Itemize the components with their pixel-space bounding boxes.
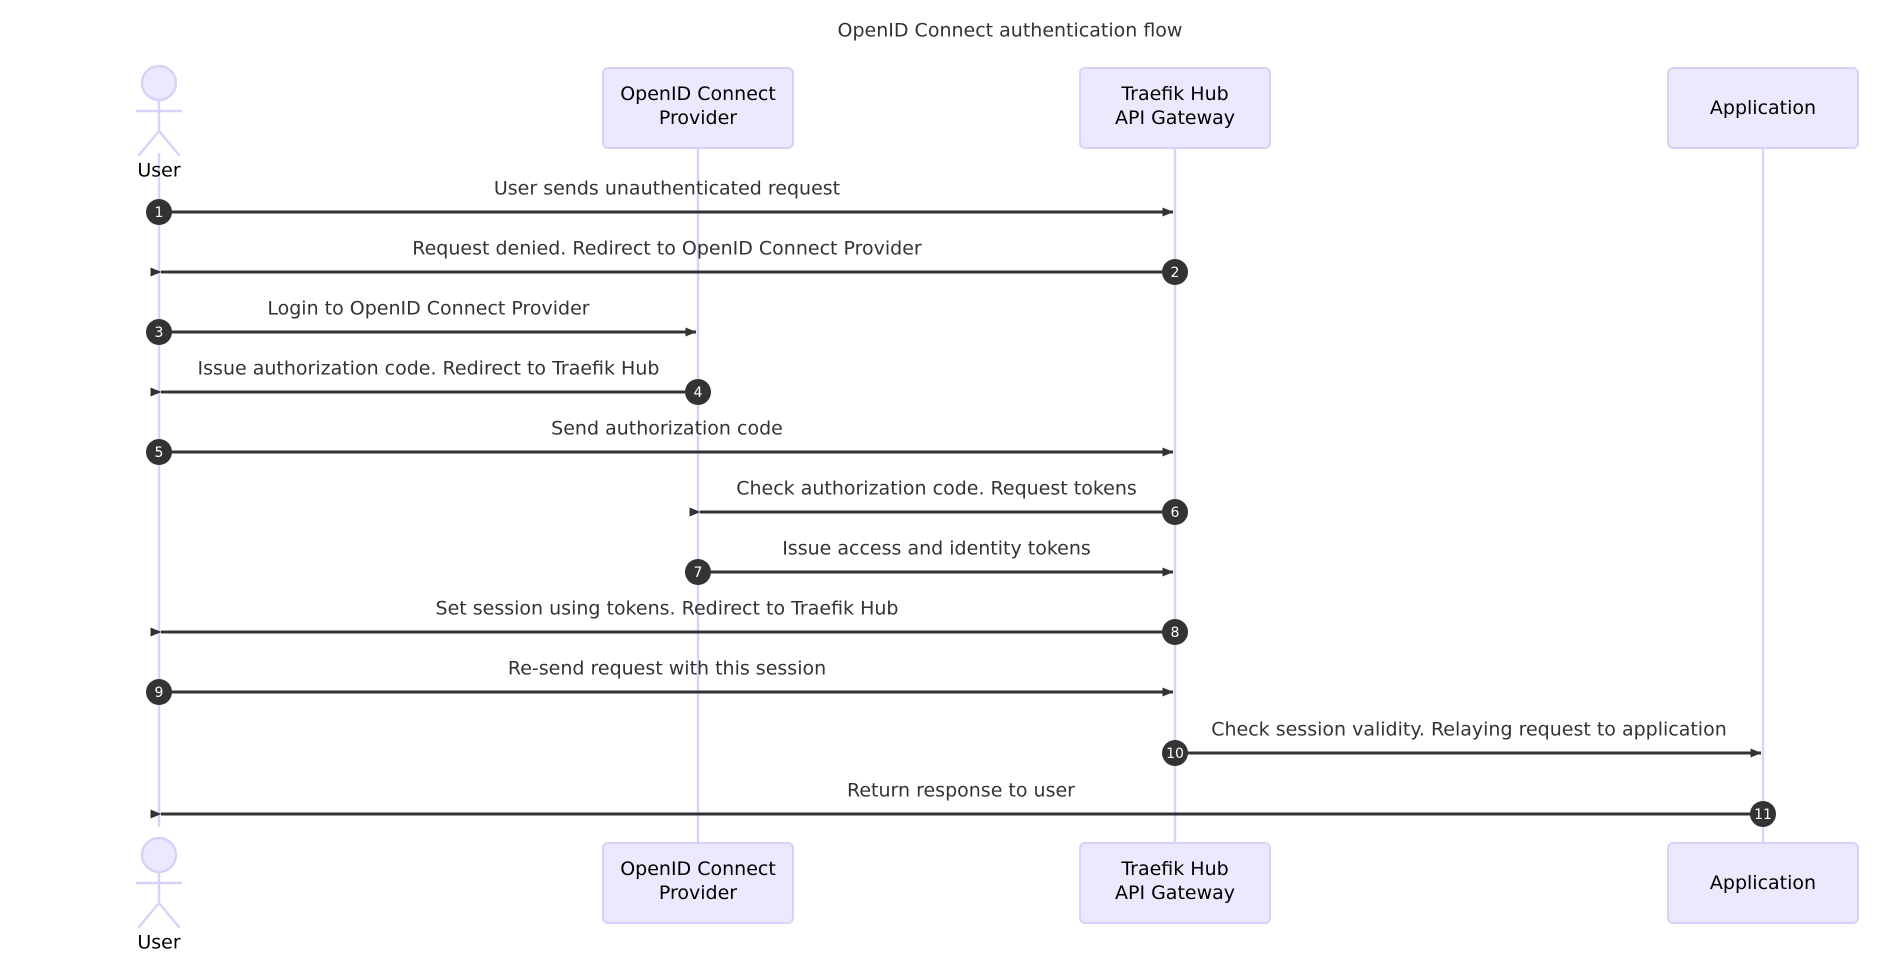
message-11[interactable]: Return response to user 11: [150, 780, 1776, 828]
message-label: Issue authorization code. Redirect to Tr…: [198, 358, 660, 380]
actor-head-icon: [140, 836, 178, 874]
participant-box: [602, 67, 794, 149]
sequence-number-badge: [1750, 801, 1776, 827]
message-9[interactable]: Re-send request with this session 9: [146, 658, 1174, 706]
sequence-number-text: 10: [1166, 746, 1184, 762]
participant-label-line2: API Gateway: [1115, 882, 1235, 904]
participant-label-line1: Traefik Hub: [1120, 83, 1228, 105]
message-2[interactable]: Request denied. Redirect to OpenID Conne…: [150, 238, 1188, 286]
message-8[interactable]: Set session using tokens. Redirect to Tr…: [150, 598, 1188, 646]
sequence-number-badge: [146, 199, 172, 225]
participant-label-line2: Provider: [659, 882, 737, 904]
participant-box: [1079, 842, 1271, 924]
sequence-number-text: 3: [155, 325, 164, 341]
actor-head-icon: [140, 64, 178, 102]
message-label: Return response to user: [847, 780, 1075, 802]
message-label: Re-send request with this session: [508, 658, 826, 680]
actor-body-icon: [135, 98, 183, 157]
message-label: User sends unauthenticated request: [494, 178, 840, 200]
message-6[interactable]: Check authorization code. Request tokens…: [689, 478, 1188, 526]
sequence-number-badge: [685, 559, 711, 585]
participant-label-line2: API Gateway: [1115, 107, 1235, 129]
message-label: Issue access and identity tokens: [782, 538, 1091, 560]
participant-box: [602, 842, 794, 924]
message-3[interactable]: Login to OpenID Connect Provider 3: [146, 298, 697, 346]
participant-box: [1667, 842, 1859, 924]
participant-app-top[interactable]: Application: [1667, 67, 1859, 149]
participant-label: User: [137, 160, 180, 182]
sequence-number-badge: [1162, 740, 1188, 766]
sequence-number-text: 11: [1754, 807, 1772, 823]
sequence-number-text: 8: [1171, 625, 1180, 641]
message-10[interactable]: Check session validity. Relaying request…: [1162, 719, 1762, 767]
sequence-number-text: 5: [155, 445, 164, 461]
sequence-number-text: 9: [155, 685, 164, 701]
message-4[interactable]: Issue authorization code. Redirect to Tr…: [150, 358, 711, 406]
sequence-number-badge: [146, 679, 172, 705]
sequence-number-text: 6: [1171, 505, 1180, 521]
diagram-title: OpenID Connect authentication flow: [838, 20, 1183, 42]
sequence-number-badge: [146, 439, 172, 465]
participant-label: User: [137, 932, 180, 954]
sequence-number-badge: [146, 319, 172, 345]
sequence-number-badge: [1162, 499, 1188, 525]
message-label: Request denied. Redirect to OpenID Conne…: [412, 238, 922, 260]
sequence-number-badge: [685, 379, 711, 405]
participant-app-bottom[interactable]: Application: [1667, 842, 1859, 924]
participant-label-line1: OpenID Connect: [620, 858, 776, 880]
participant-box: [1667, 67, 1859, 149]
sequence-number-text: 7: [694, 565, 703, 581]
sequence-number-text: 1: [155, 205, 164, 221]
sequence-number-text: 2: [1171, 265, 1180, 281]
sequence-number-badge: [1162, 259, 1188, 285]
participant-label: Application: [1710, 872, 1816, 894]
message-7[interactable]: Issue access and identity tokens 7: [685, 538, 1174, 586]
message-1[interactable]: User sends unauthenticated request 1: [146, 178, 1174, 226]
messages-layer: User sends unauthenticated request 1Reque…: [146, 178, 1776, 828]
message-label: Send authorization code: [551, 418, 783, 440]
message-label: Set session using tokens. Redirect to Tr…: [436, 598, 899, 620]
message-label: Login to OpenID Connect Provider: [267, 298, 589, 320]
actor-body-icon: [135, 870, 183, 929]
participant-label-line1: OpenID Connect: [620, 83, 776, 105]
participant-user-top[interactable]: User: [135, 64, 183, 182]
message-5[interactable]: Send authorization code 5: [146, 418, 1174, 466]
participant-label-line2: Provider: [659, 107, 737, 129]
message-label: Check authorization code. Request tokens: [736, 478, 1137, 500]
participant-label: Application: [1710, 97, 1816, 119]
participant-user-bottom[interactable]: User: [135, 836, 183, 954]
participant-label-line1: Traefik Hub: [1120, 858, 1228, 880]
sequence-number-badge: [1162, 619, 1188, 645]
sequence-number-text: 4: [694, 385, 703, 401]
message-label: Check session validity. Relaying request…: [1211, 719, 1727, 741]
participant-box: [1079, 67, 1271, 149]
